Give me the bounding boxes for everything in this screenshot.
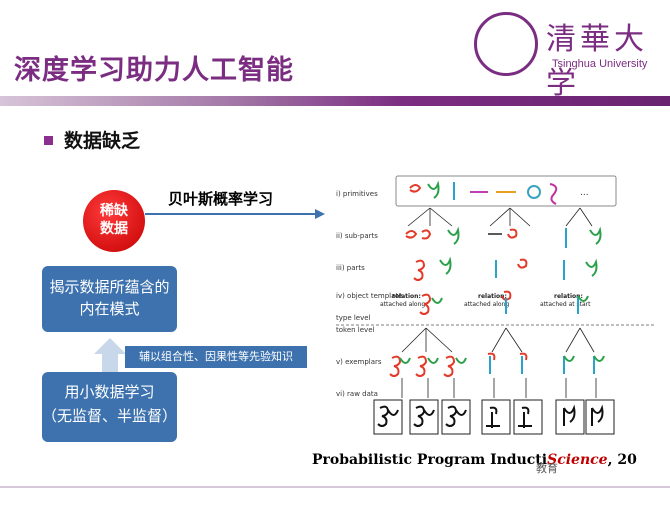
- label-exemplars: v) exemplars: [336, 358, 382, 366]
- small-data-line-1: 用小数据学习: [64, 383, 155, 401]
- footer-divider: [0, 486, 670, 488]
- label-token-level: token level: [336, 326, 375, 334]
- relation-3-title: relation:: [554, 293, 583, 300]
- sparse-data-circle: 稀缺 数据: [83, 190, 145, 252]
- program-induction-diagram: i) primitives ii) sub-parts iii) parts i…: [336, 175, 656, 435]
- bullet-square-icon: [44, 136, 53, 145]
- watermark: 教育: [536, 462, 558, 475]
- citation-journal: Science: [547, 452, 608, 468]
- pattern-box: 揭示数据所蕴含的 内在模式: [42, 266, 177, 332]
- prior-knowledge-label: 辅以组合性、因果性等先验知识: [125, 346, 307, 368]
- label-object-template: iv) object template: [336, 292, 402, 300]
- primitives-ellipsis: ...: [580, 188, 589, 198]
- up-arrow-icon: [94, 338, 126, 372]
- right-arrow-icon: [145, 209, 325, 219]
- relation-1-desc: attached along: [380, 301, 425, 308]
- label-parts: iii) parts: [336, 264, 365, 272]
- header-divider: [0, 96, 670, 106]
- citation: Probabilistic Program InductiScience, 20: [312, 452, 637, 468]
- small-data-box: 用小数据学习 （无监督、半监督）: [42, 372, 177, 442]
- bayes-label: 贝叶斯概率学习: [168, 190, 274, 208]
- relation-2-desc: attached along: [464, 301, 509, 308]
- label-type-level: type level: [336, 314, 371, 322]
- label-primitives: i) primitives: [336, 190, 378, 198]
- page-title: 深度学习助力人工智能: [14, 55, 294, 86]
- citation-suffix: , 20: [607, 452, 637, 468]
- label-raw-data: vi) raw data: [336, 390, 378, 398]
- circle-line-2: 数据: [100, 221, 128, 237]
- logo-chinese: 清華大学: [546, 22, 648, 101]
- circle-line-1: 稀缺: [100, 203, 128, 219]
- pattern-line-2: 内在模式: [79, 300, 140, 318]
- logo-english: Tsinghua University: [552, 58, 648, 70]
- relation-2-title: relation:: [478, 293, 507, 300]
- small-data-line-2: （无监督、半监督）: [42, 407, 178, 425]
- bullet-heading: 数据缺乏: [64, 130, 141, 152]
- pattern-line-1: 揭示数据所蕴含的: [49, 278, 170, 296]
- citation-prefix: Probabilistic Program Inducti: [312, 452, 548, 468]
- relation-1-title: relation:: [392, 293, 421, 300]
- label-subparts: ii) sub-parts: [336, 232, 378, 240]
- relation-3-desc: attached at start: [540, 301, 591, 308]
- tsinghua-seal-logo: [474, 12, 538, 76]
